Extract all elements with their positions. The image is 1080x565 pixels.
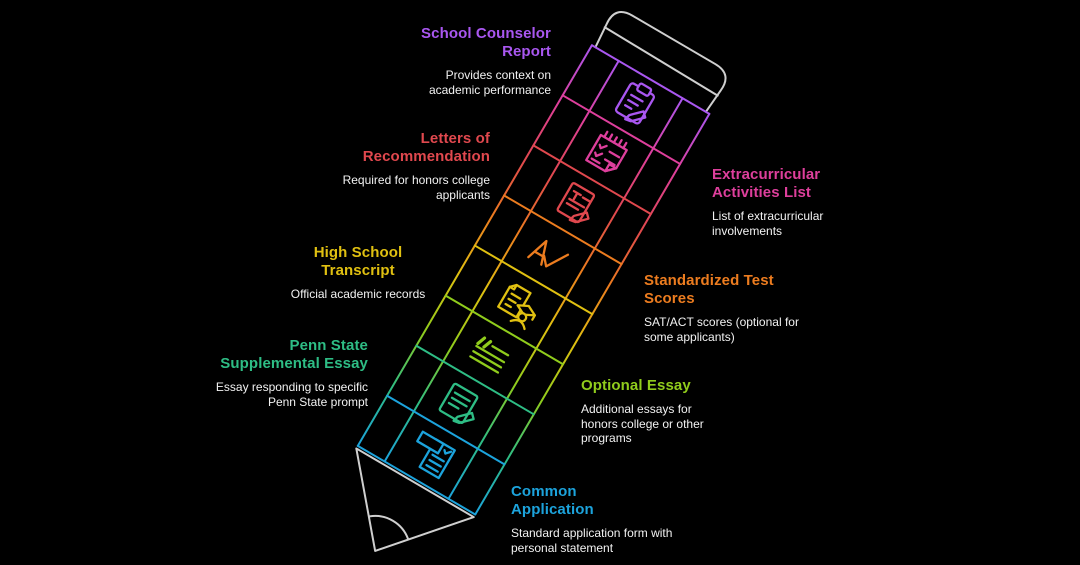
label-high-school-transcript: High School Transcript Official academic… [268, 244, 448, 302]
recommendation-letter-icon [556, 182, 596, 224]
segment-divider [356, 444, 477, 516]
item-title: Optional Essay [581, 377, 691, 394]
item-title: Standardized Test Scores [644, 272, 774, 307]
item-title: Common Application [511, 483, 594, 518]
label-standardized-test-scores: Standardized Test Scores SAT/ACT scores … [644, 272, 804, 344]
essay-pencil-icon [438, 382, 479, 425]
tip-cone [355, 447, 475, 552]
item-description: Provides context on academic performance [428, 68, 551, 97]
pencil-eraser [594, 11, 727, 113]
clipboard-pencil-icon [614, 82, 655, 125]
label-common-application: Common Application Standard application … [511, 483, 686, 555]
label-extracurricular-activities-list: Extracurricular Activities List List of … [712, 166, 862, 238]
item-description: Standard application form with personal … [511, 526, 673, 555]
item-description: Essay responding to specific Penn State … [215, 380, 368, 409]
item-description: Additional essays for honors college or … [581, 402, 704, 445]
segment-divider [444, 294, 565, 366]
application-form-icon [416, 430, 456, 480]
segment-divider [473, 244, 594, 316]
item-description: Required for honors college applicants [342, 173, 490, 202]
item-description: SAT/ACT scores (optional for some applic… [644, 315, 799, 344]
item-description: List of extracurricular involvements [712, 209, 824, 238]
item-title: Extracurricular Activities List [712, 166, 821, 201]
tip-lead-arc [368, 514, 410, 540]
eraser-band-line [603, 26, 719, 97]
segment-divider [532, 144, 652, 216]
segment-divider [415, 344, 535, 416]
pencil-tip [355, 447, 475, 552]
grade-check-icon [527, 239, 570, 268]
item-title: School Counselor Report [421, 25, 551, 60]
segment-divider [590, 44, 711, 115]
item-description: Official academic records [290, 287, 426, 301]
segment-divider [503, 194, 623, 266]
label-letters-of-recommendation: Letters of Recommendation Required for h… [305, 130, 490, 202]
quote-lines-icon [469, 336, 510, 374]
label-penn-state-supplemental-essay: Penn State Supplemental Essay Essay resp… [200, 337, 368, 409]
transcript-graduate-icon [497, 283, 537, 331]
segment-divider [386, 394, 506, 466]
item-title: Letters of Recommendation [362, 130, 490, 165]
label-optional-essay: Optional Essay Additional essays for hon… [581, 377, 731, 446]
segment-divider [561, 94, 682, 165]
checklist-notepad-icon [585, 130, 628, 173]
label-school-counselor-report: School Counselor Report Provides context… [391, 25, 551, 97]
segment-dividers [356, 44, 711, 516]
item-title: High School Transcript [313, 244, 403, 279]
item-title: Penn State Supplemental Essay [220, 337, 368, 372]
